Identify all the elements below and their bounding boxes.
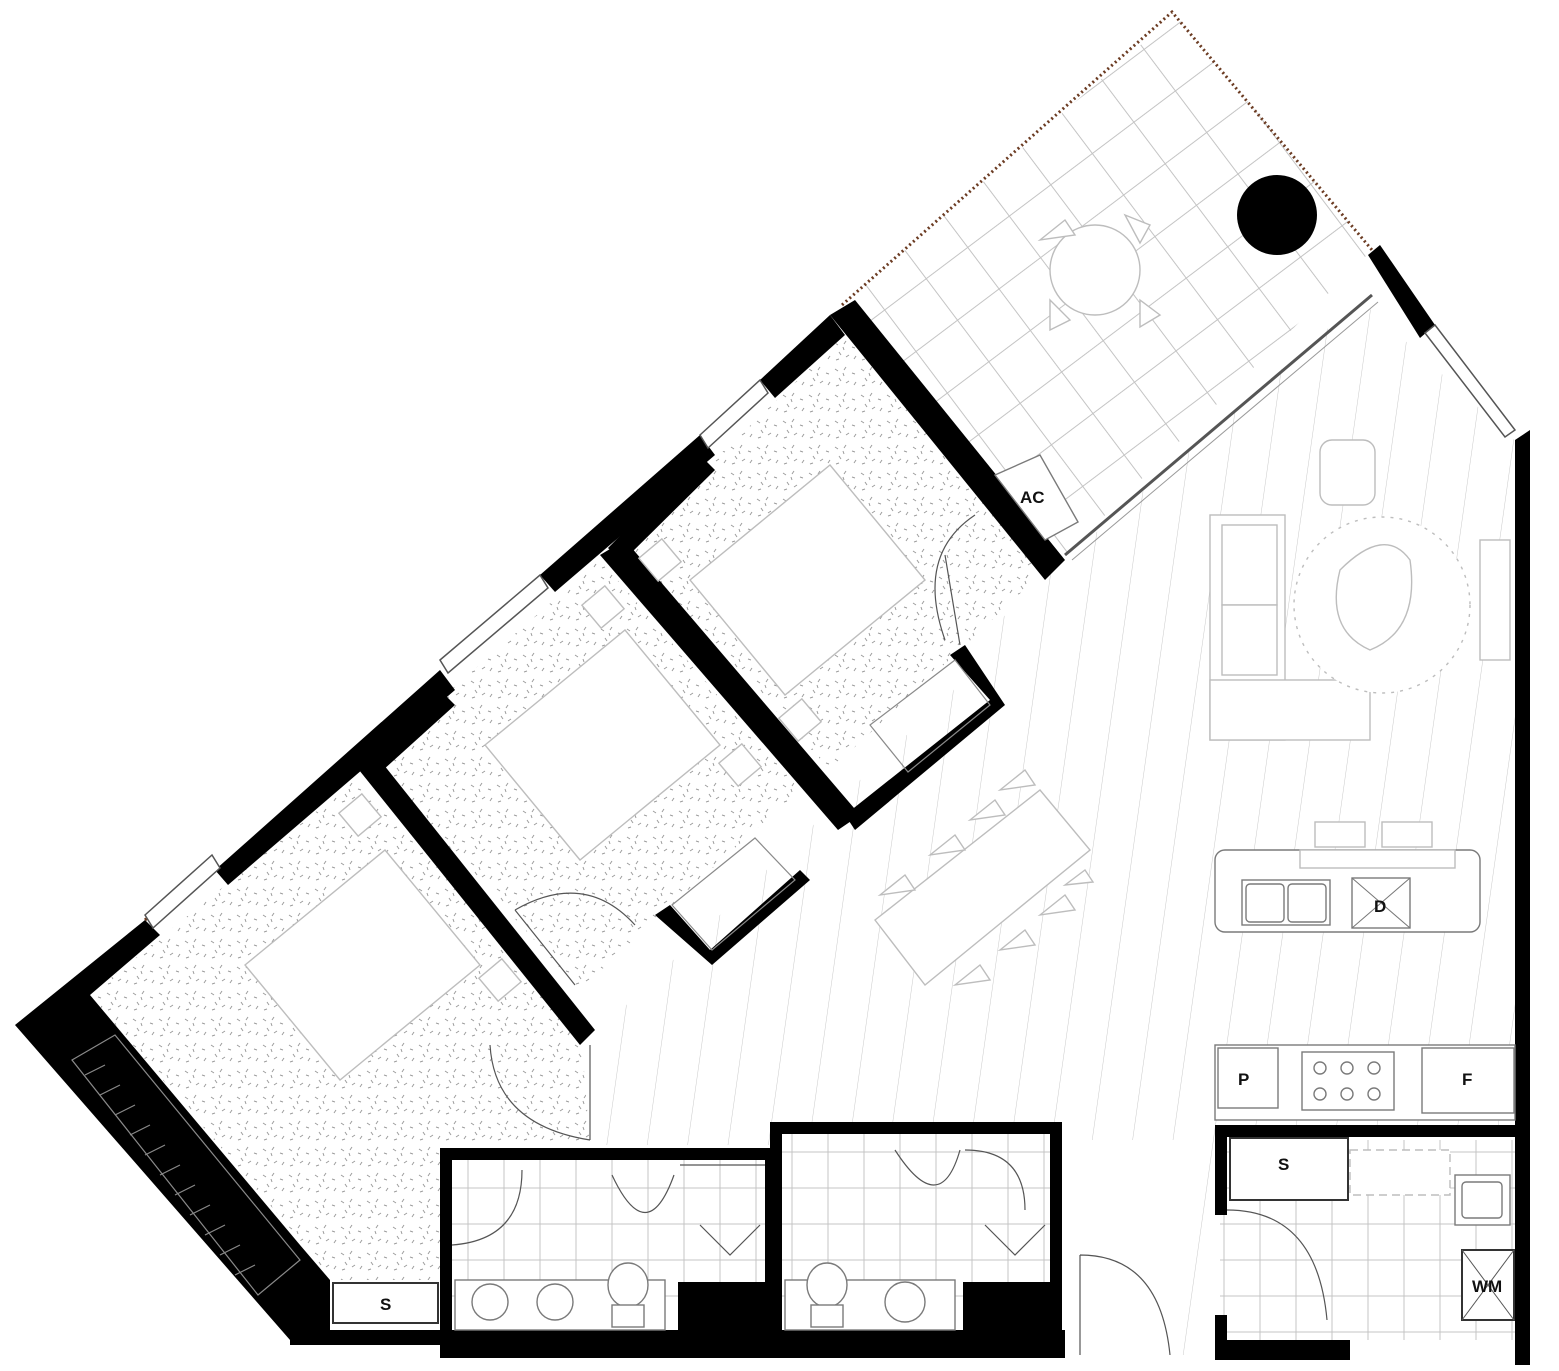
bed-1: [244, 792, 523, 1081]
bath1-wall-north: [440, 1148, 770, 1160]
door-bed1[interactable]: [489, 1044, 591, 1141]
laundry-wall-west-2: [1215, 1315, 1227, 1360]
door-bed3[interactable]: [934, 514, 976, 646]
toilet-icon: [607, 1262, 649, 1308]
laundry-joinery: [1226, 1137, 1515, 1321]
laundry-storage-label: S: [1278, 1155, 1289, 1174]
bath1-shower-base: [678, 1282, 768, 1332]
cooktop-icon: [1301, 1051, 1395, 1111]
dining-table: [874, 768, 1095, 987]
door-entry[interactable]: [1079, 1254, 1171, 1356]
pantry-label: P: [1238, 1070, 1249, 1089]
fridge: [1421, 1047, 1515, 1114]
pantry: [1217, 1047, 1279, 1109]
fridge-label: F: [1462, 1070, 1472, 1089]
ac-unit: [993, 454, 1079, 541]
exterior-wall-south-1: [290, 1330, 440, 1345]
dishwasher-label: D: [1374, 897, 1386, 916]
exterior-wall-east: [1515, 430, 1530, 1365]
basin-icon: [471, 1283, 509, 1321]
exterior-wall-bed2-west: [355, 690, 455, 780]
laundry-wall-north: [1215, 1125, 1520, 1137]
column-circle: [1237, 175, 1317, 255]
exterior-wall-bed1-north: [215, 670, 455, 885]
robe-wall-bed2: [655, 870, 810, 965]
window-living-east[interactable]: [1423, 323, 1517, 439]
bathroom-1-fixtures: [454, 1164, 765, 1331]
robe-wall-bed3: [845, 645, 1005, 830]
entry-storage-label: S: [380, 1295, 391, 1314]
laundry-storage: [1229, 1137, 1349, 1201]
washing-machine-label: WM: [1472, 1277, 1502, 1296]
balcony-post-east: [1368, 245, 1435, 338]
wall-bed2-bed3: [600, 540, 860, 830]
balcony-sliding-door-track: [1071, 301, 1379, 561]
window-bed2[interactable]: [439, 573, 549, 675]
exterior-wall-south-2: [440, 1330, 1065, 1358]
wardrobe-bed1[interactable]: [71, 1034, 301, 1296]
wardrobe-bed2[interactable]: [671, 837, 796, 951]
exterior-wall-bed2-north: [540, 435, 715, 592]
wardrobe-bed3[interactable]: [869, 659, 991, 773]
bathroom-2-fixtures: [784, 1149, 1046, 1331]
bath1-wall-west: [440, 1148, 452, 1338]
window-bed1[interactable]: [144, 853, 221, 930]
exterior-wall-west: [15, 920, 330, 1340]
balcony-balustrade: [841, 9, 1374, 307]
lounge-suite: [1209, 439, 1511, 741]
wall-bed1-bed2: [355, 750, 595, 1045]
balcony-sliding-door[interactable]: [1064, 293, 1373, 557]
door-bath1[interactable]: [451, 1169, 523, 1246]
bath2-shower-base: [963, 1282, 1053, 1332]
bed-2: [484, 584, 763, 861]
ac-label: AC: [1020, 488, 1045, 507]
balcony-table-set: [1037, 213, 1162, 332]
entry-storage: [332, 1282, 439, 1324]
kitchen-island: [1214, 821, 1481, 933]
door-bed2[interactable]: [514, 892, 636, 986]
bath2-wall-north: [770, 1122, 1062, 1134]
wall-bed3-balcony: [830, 300, 1065, 580]
exterior-wall-south-3: [1215, 1340, 1350, 1360]
kitchen-bench: [1214, 1044, 1516, 1121]
window-bed3[interactable]: [699, 378, 769, 450]
laundry-wall-west: [1215, 1125, 1227, 1215]
exterior-wall-bed3-north: [760, 315, 845, 398]
exterior-wall-bed3-west: [608, 455, 715, 562]
bath2-wall-west: [770, 1122, 782, 1337]
bed-3: [637, 464, 926, 743]
